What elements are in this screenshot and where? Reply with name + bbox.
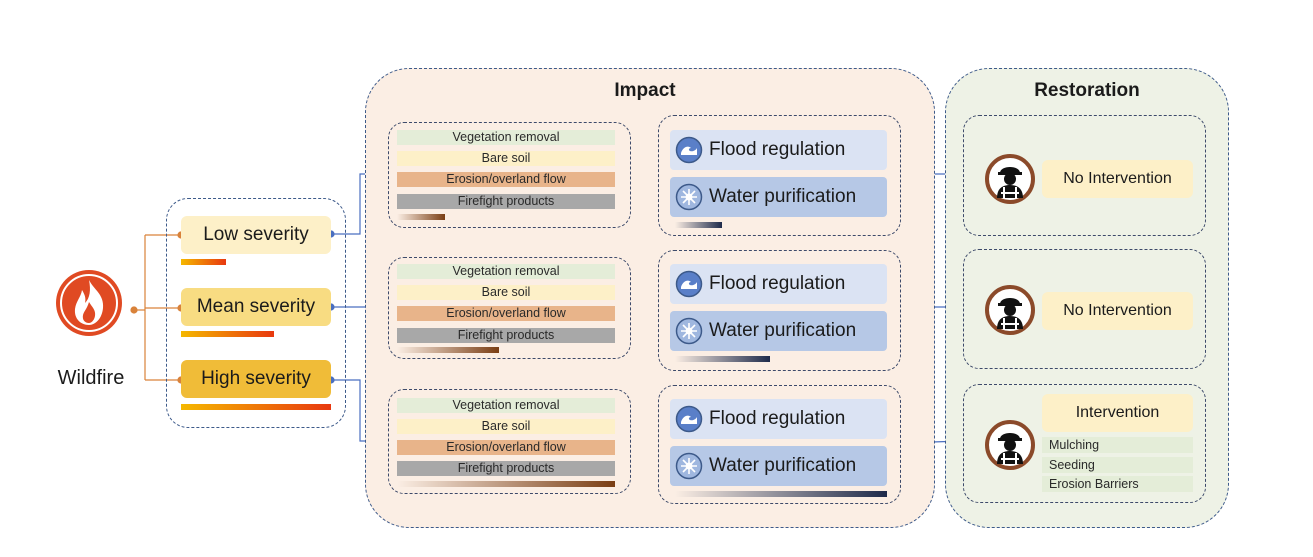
measure-seeding: Seeding bbox=[1042, 457, 1193, 473]
service-water-purification: Water purification bbox=[670, 311, 887, 351]
factor-firefight-products: Firefight products bbox=[397, 461, 615, 476]
flood-wave-icon bbox=[675, 270, 703, 298]
impact-factors-box-mean bbox=[388, 257, 631, 359]
factor-bare-soil: Bare soil bbox=[397, 419, 615, 434]
service-impact-bar-high bbox=[675, 491, 887, 497]
factor-bare-soil: Bare soil bbox=[397, 285, 615, 300]
service-label: Water purification bbox=[709, 455, 857, 476]
factor-erosion: Erosion/overland flow bbox=[397, 172, 615, 187]
service-impact-bar-low bbox=[675, 222, 722, 228]
restoration-box-low bbox=[963, 115, 1206, 236]
services-box-low bbox=[658, 115, 901, 236]
factor-intensity-bar-mean bbox=[397, 347, 499, 353]
water-purification-icon bbox=[675, 317, 703, 345]
factor-bare-soil: Bare soil bbox=[397, 151, 615, 166]
service-flood-regulation: Flood regulation bbox=[670, 264, 887, 304]
service-label: Water purification bbox=[709, 186, 857, 207]
restoration-option-label: No Intervention bbox=[1042, 160, 1193, 198]
severity-mean-bar bbox=[181, 331, 274, 337]
restoration-option-label: Intervention bbox=[1042, 394, 1193, 432]
flood-wave-icon bbox=[675, 136, 703, 164]
service-label: Flood regulation bbox=[709, 408, 846, 429]
worker-glyph bbox=[997, 294, 1023, 329]
severity-high: High severity bbox=[181, 360, 331, 398]
impact-factors-box-high bbox=[388, 389, 631, 494]
severity-low-bar bbox=[181, 259, 226, 265]
severity-low: Low severity bbox=[181, 216, 331, 254]
service-label: Flood regulation bbox=[709, 139, 846, 160]
worker-glyph bbox=[997, 429, 1023, 464]
worker-glyph bbox=[997, 163, 1023, 198]
factor-intensity-bar-low bbox=[397, 214, 445, 220]
restoration-option-label: No Intervention bbox=[1042, 292, 1193, 330]
services-box-high bbox=[658, 385, 901, 504]
severity-mean: Mean severity bbox=[181, 288, 331, 326]
service-water-purification: Water purification bbox=[670, 177, 887, 217]
water-purification-icon bbox=[675, 183, 703, 211]
severity-panel bbox=[166, 198, 346, 428]
factor-vegetation-removal: Vegetation removal bbox=[397, 398, 615, 413]
restoration-box-high bbox=[963, 384, 1206, 503]
factor-vegetation-removal: Vegetation removal bbox=[397, 264, 615, 279]
severity-high-bar bbox=[181, 404, 331, 410]
construction-worker-icon bbox=[985, 420, 1035, 470]
services-box-mean bbox=[658, 250, 901, 371]
restoration-title: Restoration bbox=[1034, 80, 1140, 101]
impact-title: Impact bbox=[614, 80, 676, 101]
construction-worker-icon bbox=[985, 154, 1035, 204]
factor-intensity-bar-high bbox=[397, 481, 615, 487]
service-flood-regulation: Flood regulation bbox=[670, 399, 887, 439]
factor-erosion: Erosion/overland flow bbox=[397, 306, 615, 321]
restoration-box-mean bbox=[963, 249, 1206, 369]
measure-erosion-barriers: Erosion Barriers bbox=[1042, 476, 1193, 492]
service-label: Flood regulation bbox=[709, 273, 846, 294]
construction-worker-icon bbox=[985, 285, 1035, 335]
service-water-purification: Water purification bbox=[670, 446, 887, 486]
impact-factors-box-low bbox=[388, 122, 631, 228]
flood-wave-icon bbox=[675, 405, 703, 433]
water-purification-icon bbox=[675, 452, 703, 480]
flame-icon bbox=[56, 270, 122, 336]
service-label: Water purification bbox=[709, 320, 857, 341]
factor-firefight-products: Firefight products bbox=[397, 194, 615, 209]
factor-firefight-products: Firefight products bbox=[397, 328, 615, 343]
service-flood-regulation: Flood regulation bbox=[670, 130, 887, 170]
wildfire-icon bbox=[54, 268, 124, 338]
factor-erosion: Erosion/overland flow bbox=[397, 440, 615, 455]
service-impact-bar-mean bbox=[675, 356, 770, 362]
measure-mulching: Mulching bbox=[1042, 437, 1193, 453]
factor-vegetation-removal: Vegetation removal bbox=[397, 130, 615, 145]
wildfire-label: Wildfire bbox=[57, 367, 125, 389]
connector-origin bbox=[130, 306, 138, 314]
